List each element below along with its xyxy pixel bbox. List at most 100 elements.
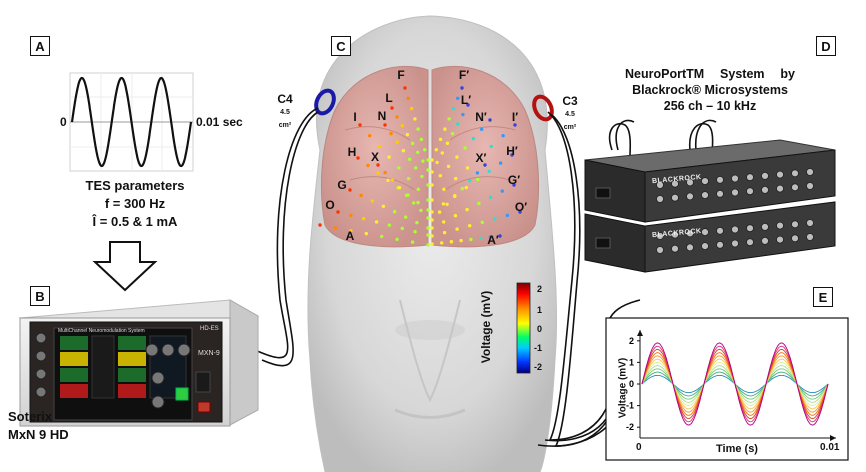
seeg-contact (476, 177, 480, 182)
panel-label-d: D (816, 36, 836, 56)
seeg-contact (493, 217, 497, 221)
bnc-connector (791, 234, 799, 243)
seeg-contact (461, 112, 465, 117)
bnc-connector (716, 226, 724, 235)
seeg-contact (456, 122, 460, 126)
bnc-connector (731, 225, 739, 234)
seeg-contact (455, 227, 459, 231)
seeg-contact (358, 123, 362, 127)
seeg-contact (447, 117, 451, 121)
bnc-connector (776, 235, 784, 244)
bnc-connector (656, 246, 664, 254)
panel-label-b: B (30, 286, 50, 306)
seeg-contact (368, 134, 372, 138)
neuroport-hardware (584, 139, 836, 273)
tes-current: Î = 0.5 & 1 mA (92, 214, 178, 229)
panel-label-e: E (813, 287, 833, 307)
seeg-contact (333, 226, 338, 230)
seeg-contact (430, 183, 434, 187)
colorbar (516, 282, 531, 374)
device-model: MXN-9 (198, 350, 220, 357)
seeg-contact (366, 163, 370, 168)
seeg-contact (488, 195, 493, 199)
bnc-connector (686, 192, 694, 201)
seeg-contact (430, 158, 434, 162)
bnc-connector (746, 224, 754, 233)
bnc-connector (776, 170, 784, 179)
electrode-c3-name: C3 (562, 94, 578, 108)
seeg-contact (414, 166, 418, 170)
seeg-contact (442, 230, 447, 235)
neuroport-title: NeuroPortTM System by (625, 67, 795, 81)
bnc-connector (746, 173, 754, 182)
seeg-contact (477, 201, 481, 206)
seeg-contact (376, 163, 380, 167)
seeg-contact (430, 218, 434, 222)
seeg-contact (438, 174, 442, 178)
seeg-contact (412, 201, 416, 205)
bnc-connector (806, 182, 814, 190)
bnc-connector (731, 239, 739, 248)
plot-ytick-label: 2 (629, 336, 634, 346)
seeg-contact (390, 106, 394, 110)
bnc-connector (671, 179, 679, 188)
soterix-device (18, 299, 260, 427)
seeg-contact (430, 242, 434, 246)
seeg-contact (413, 230, 417, 234)
bnc-connector (791, 220, 799, 229)
bnc-connector (671, 230, 679, 239)
neuroport-line2: Blackrock® Microsystems (632, 83, 788, 97)
colorbar-tick-neg2: -2 (534, 362, 543, 372)
seeg-contact (362, 216, 366, 221)
seeg-contact (395, 115, 399, 119)
bnc-connector (791, 183, 799, 192)
seeg-contact (383, 123, 387, 127)
seeg-contact (456, 96, 460, 101)
seeg-contact (415, 220, 419, 225)
soterix-label: Soterix MxN 9 HD (8, 408, 69, 444)
seeg-contact (359, 193, 363, 198)
seeg-contact (387, 155, 391, 159)
brain-label-l-prime: L′ (460, 93, 472, 107)
bnc-connector (746, 238, 754, 247)
seeg-contact (430, 234, 434, 238)
seeg-contact (500, 189, 504, 193)
seeg-contact (413, 117, 417, 121)
seeg-contact (453, 194, 457, 199)
bnc-connector (686, 229, 694, 238)
plot-ytick-label: -2 (626, 422, 634, 432)
seeg-contact (442, 220, 446, 224)
seeg-contact (440, 151, 444, 155)
bnc-connector (716, 175, 724, 184)
seeg-contact (395, 237, 399, 241)
seeg-contact (446, 164, 451, 169)
seeg-contact (426, 233, 430, 237)
seeg-contact (442, 187, 446, 191)
seeg-contact (401, 149, 406, 153)
seeg-contact (440, 241, 444, 245)
seeg-contact (423, 148, 427, 152)
seeg-contact (380, 234, 384, 239)
panel-label-a: A (30, 36, 50, 56)
bnc-connector (746, 187, 754, 196)
seeg-contact (518, 210, 522, 214)
seeg-contact (416, 150, 420, 154)
electrode-c4-area: 4.5 (280, 109, 290, 116)
seeg-contact (449, 240, 454, 244)
seeg-contact (478, 236, 483, 240)
brain-label-i-prime: I′ (511, 110, 519, 124)
seeg-contact (426, 216, 430, 220)
panel-label-c: C (331, 36, 351, 56)
bnc-connector (791, 169, 799, 178)
seeg-contact (477, 155, 482, 159)
electrode-c4 (314, 88, 336, 116)
seeg-contact (420, 174, 424, 179)
seeg-contact (475, 171, 480, 175)
seeg-contact (419, 137, 424, 142)
seeg-contact (445, 202, 449, 206)
bnc-connector (701, 191, 709, 200)
bnc-connector (656, 232, 664, 240)
seeg-contact (381, 204, 386, 208)
bnc-connector (806, 168, 814, 176)
